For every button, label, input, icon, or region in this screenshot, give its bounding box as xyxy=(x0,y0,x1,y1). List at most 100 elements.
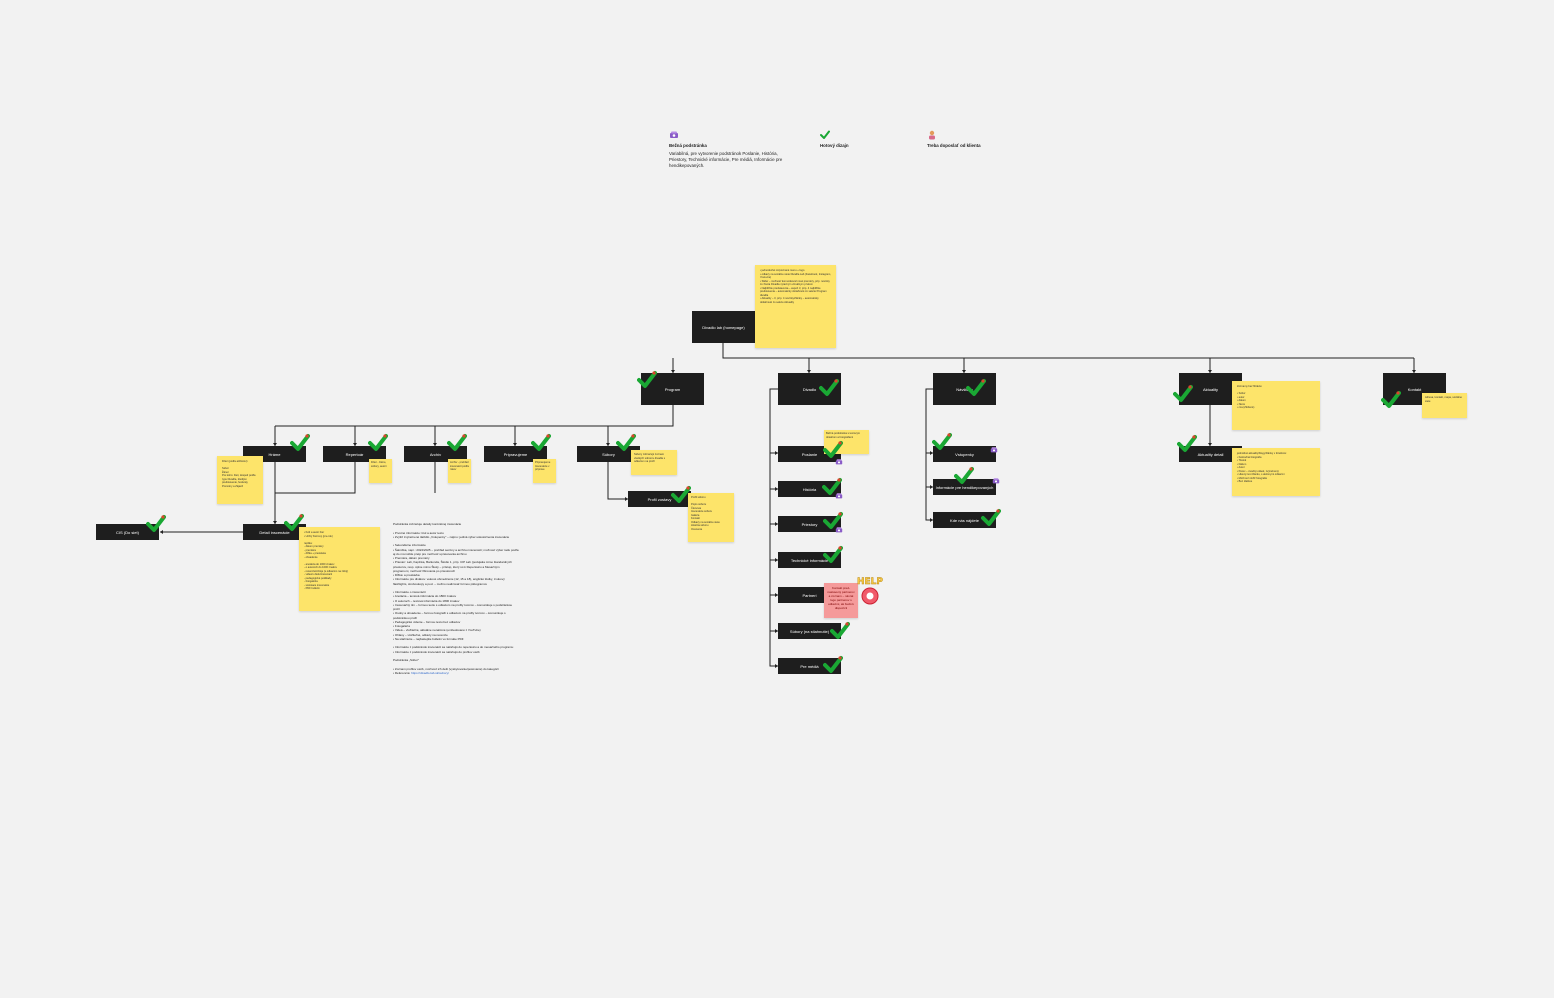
legend-done-title: Hotový dizajn xyxy=(820,143,849,148)
phone-icon xyxy=(990,446,998,454)
node-subory-stiahnutie[interactable]: Súbory (na stiahnutie) xyxy=(778,623,841,639)
legend-regular-desc: Variabilná, pre vytvorenie podstránok Po… xyxy=(669,151,783,169)
checkmark-icon xyxy=(616,433,636,453)
checkmark-icon xyxy=(823,545,843,565)
checkmark-icon xyxy=(447,433,467,453)
notes-line: • Priestor: Lab, Kaplnka, Barkonda, Štúd… xyxy=(393,560,512,565)
node-archiv[interactable]: Archív xyxy=(404,446,467,462)
checkmark-icon xyxy=(830,621,850,641)
notes-reference-link[interactable]: https://divadlo.lab.sk/subory/ xyxy=(411,670,449,675)
checkmark-icon xyxy=(954,466,974,486)
sticky-kontakt: Adresa, kontakt, mapa, sociálne siete xyxy=(1422,393,1467,418)
notes-line: • Fotogaléria xyxy=(393,624,410,628)
notes-line: podstránkou profil xyxy=(393,615,417,620)
checkmark-icon xyxy=(146,514,166,534)
notes-line: • Šatnička, napr.: 2024/2025 – prehľad s… xyxy=(393,547,519,552)
node-pripravujeme[interactable]: Pripravujeme xyxy=(484,446,547,462)
sticky-repertoar: Filter - žánre, súbory, autori xyxy=(369,459,392,483)
notes-line: priestorov, resp. úplne mimo Školy – prí… xyxy=(393,564,500,569)
notes-line: • Ohlasy – vložiteľné, odkazy na recenzi… xyxy=(393,632,448,637)
notes-line: • Inscenačný tím – formou textu s odkazo… xyxy=(393,602,513,607)
legend-done: Hotový dizajn xyxy=(820,130,849,148)
checkmark-icon xyxy=(290,433,310,453)
notes-line: programom; možnosť filtrovania po priest… xyxy=(393,568,456,573)
checkmark-icon xyxy=(820,130,830,140)
node-aktuality-detail[interactable]: Aktuality detail xyxy=(1179,446,1242,462)
sticky-profil: Profil súboru Popis súboru Členovia Insc… xyxy=(688,493,734,542)
checkmark-icon xyxy=(1173,384,1193,404)
notes-line: Podstránka „Súbor" xyxy=(393,658,420,662)
notes-line: • Referencia: https://divadlo.lab.sk/sub… xyxy=(393,670,449,675)
notes-line: • Informácie pre divákov: vekové obmedze… xyxy=(393,577,505,582)
sticky-home: • jednoduché rozpoznané menu + logo • od… xyxy=(755,265,836,348)
node-navstevy[interactable]: Návštevy xyxy=(933,373,996,405)
checkmark-icon xyxy=(981,508,1001,528)
checkmark-icon xyxy=(966,378,986,398)
sticky-aktuality-detail: jednotlivé aktuality/blogy/články v štru… xyxy=(1232,448,1320,496)
phone-icon xyxy=(992,477,1000,485)
node-historia[interactable]: História xyxy=(778,481,841,497)
notes-line: • Prvotné informácie: titul a autor text… xyxy=(393,530,444,535)
node-cis[interactable]: CIS (Do siet) xyxy=(96,524,159,540)
sticky-aktuality: Zoznamy bez filtrácie: • Súbor • autor •… xyxy=(1232,381,1320,430)
sticky-partneri: Kontakt pred-nastavený partnerov a zozna… xyxy=(824,583,858,618)
sticky-subory: Súbory zobrazujú zoznam všetkých súborov… xyxy=(631,450,677,475)
legend-regular-title: Bežná podstránka xyxy=(669,143,707,148)
notes-line: flashlights, stroboskopy a pod. – možno … xyxy=(393,581,488,586)
phone-icon xyxy=(835,458,843,466)
checkmark-icon xyxy=(823,440,843,460)
node-hendikep[interactable]: Informácie pre hendikepovaných xyxy=(933,479,996,495)
sticky-divadlo-poslanie: Bežná podstránka s textovým obsahom a fo… xyxy=(824,430,869,454)
checkmark-icon xyxy=(823,655,843,675)
notes-line: • Osoby a obsadenie – formou fotografií … xyxy=(393,611,506,616)
checkmark-icon xyxy=(368,433,388,453)
sticky-hrame: Filter (podľa atribútov): Súbor Žáner Pr… xyxy=(217,456,263,504)
notes-line: • Pedagogické videnie – formou textu bez… xyxy=(393,619,461,624)
node-vstupenky[interactable]: Vstupenky xyxy=(933,446,996,462)
legend-regular: Bežná podstránka Variabilná, pre vytvore… xyxy=(669,130,784,169)
checkmark-icon xyxy=(932,432,952,452)
notes-line: • Premiéra, dátum premiéry xyxy=(393,556,430,560)
notes-line: Podstránka zobrazuje detaily konkrétnej … xyxy=(393,522,462,526)
notes-line: • O autoroch – textová informácia do 180… xyxy=(393,598,460,603)
notes-line: • Informácie o inscenácii: xyxy=(393,590,427,594)
notes-line: • Zvýšiť zvýraznené tlačidlo „Vstupenky"… xyxy=(393,534,510,539)
help-badge-text: HELP xyxy=(857,577,883,587)
help-badge-icon: HELP xyxy=(854,572,886,606)
notes-detail-inscenacie: Podstránka zobrazuje detaily konkrétnej … xyxy=(393,522,543,675)
notes-line: • Sekundárne informácie xyxy=(393,543,426,548)
checkmark-icon xyxy=(1381,390,1401,410)
notes-line: • Dĺžka: a prestávka xyxy=(393,573,420,577)
notes-line: • Anotácia – textová informácia do 1800 … xyxy=(393,594,457,599)
checkmark-icon xyxy=(531,433,551,453)
node-pre-media[interactable]: Pre médiá xyxy=(778,658,841,674)
notes-line: • Na stiahnutie – najčastejšie bulletin … xyxy=(393,636,464,641)
checkmark-icon xyxy=(822,477,842,497)
checkmark-icon xyxy=(637,370,657,390)
checkmark-icon xyxy=(819,378,839,398)
phone-icon xyxy=(669,130,679,140)
sticky-archiv: Archív - prehľad inscenácií podľa rokov xyxy=(448,459,471,483)
sticky-pripravujeme: Pripravujeme Inscenácie v príprave xyxy=(533,459,556,483)
legend-client-title: Treba dopos­lať od klienta xyxy=(927,143,981,148)
phone-icon xyxy=(835,492,843,500)
checkmark-icon xyxy=(671,485,691,505)
notes-line: • Informácie z podstránok inscenácií sa … xyxy=(393,649,480,654)
legend-client: Treba dopos­lať od klienta xyxy=(927,130,981,148)
checkmark-icon xyxy=(823,511,843,531)
checkmark-icon xyxy=(1177,434,1197,454)
notes-line: aj do mi-mobile pretp pre možnosť upravo… xyxy=(393,551,467,556)
phone-icon xyxy=(835,526,843,534)
node-repertoar[interactable]: Repertoár xyxy=(323,446,386,462)
notes-line: profil xyxy=(393,607,400,611)
person-icon xyxy=(927,130,937,140)
node-home[interactable]: Divadlo lab (homepage) xyxy=(692,311,755,343)
node-kde-nas-najdete[interactable]: Kde nás nájdete xyxy=(933,512,996,528)
sticky-detail: • Kód a autor hier • Určitý žánrový (pre… xyxy=(299,527,380,611)
checkmark-icon xyxy=(284,513,304,533)
notes-line: • Informácie z podstránok inscenácií sa … xyxy=(393,645,514,650)
notes-line: • Videá – vložiteľné, aktuálne nenáimné … xyxy=(393,628,481,633)
notes-line: • Zoznam profilov osôb, možnosť ich deli… xyxy=(393,666,499,671)
